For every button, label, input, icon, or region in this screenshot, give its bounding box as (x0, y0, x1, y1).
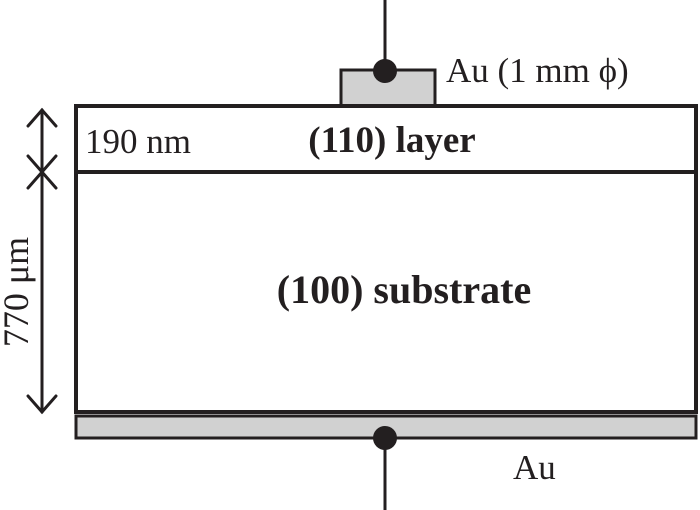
substrate-label: (100) substrate (277, 267, 531, 312)
bottom-contact-dot (373, 426, 397, 450)
top-contact-dot (373, 59, 397, 83)
layer-label: (110) layer (308, 120, 475, 161)
top-electrode-label: Au (1 mm ϕ) (446, 51, 629, 90)
bottom-electrode-label: Au (513, 448, 556, 487)
layer-box (74, 104, 698, 174)
layer-thickness-label: 190 nm (85, 122, 191, 161)
substrate-box (74, 170, 698, 414)
layer-thickness-arrow (26, 107, 58, 175)
substrate-thickness-label: 770 μm (0, 237, 36, 347)
substrate-thickness-arrow (26, 169, 58, 415)
